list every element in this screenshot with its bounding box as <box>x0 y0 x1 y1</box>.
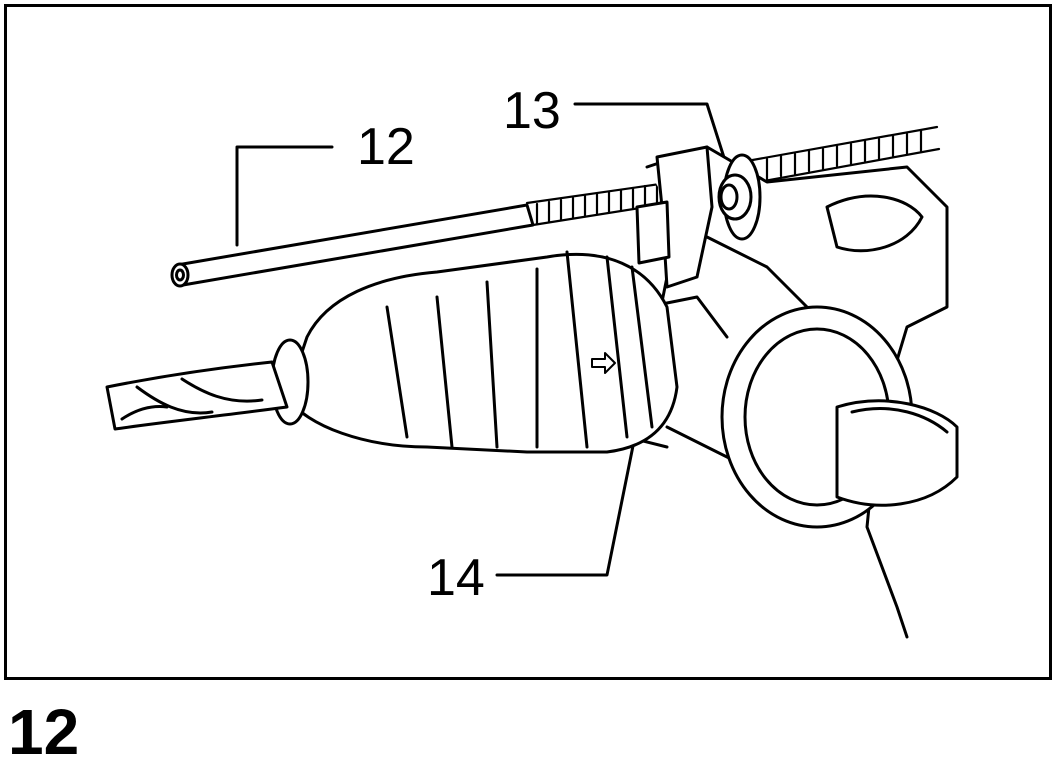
leader-line-12 <box>235 145 334 247</box>
callout-13: 13 <box>503 82 561 140</box>
figure-number: 12 <box>8 696 80 768</box>
callout-12: 12 <box>357 118 415 176</box>
leader-line-13 <box>573 102 729 169</box>
callout-14: 14 <box>427 549 485 607</box>
side-handle <box>720 305 959 529</box>
clamp-screw <box>717 153 762 241</box>
drill-bit <box>105 360 289 431</box>
depth-gauge-bracket <box>635 145 714 289</box>
drill-illustration <box>105 102 959 639</box>
figure-frame: 12 13 14 <box>4 4 1052 680</box>
chuck <box>270 250 679 454</box>
